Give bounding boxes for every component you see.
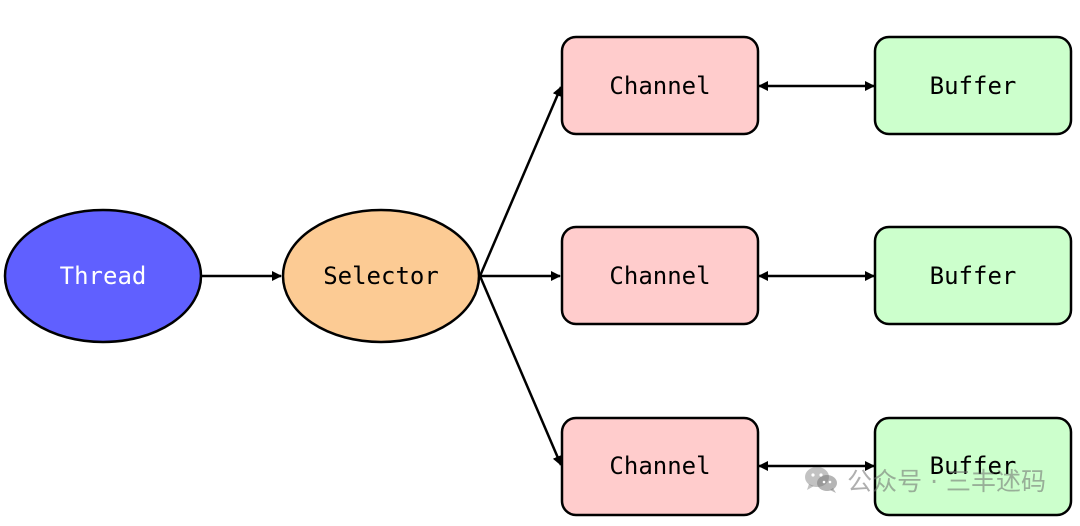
buffer-node: Buffer — [873, 416, 1073, 517]
buffer-label: Buffer — [930, 452, 1017, 480]
selector-label: Selector — [323, 262, 439, 290]
buffer-label: Buffer — [930, 262, 1017, 290]
channel-node: Channel — [560, 225, 760, 326]
thread-label: Thread — [60, 262, 147, 290]
selector-node: Selector — [281, 208, 481, 344]
channel-node: Channel — [560, 35, 760, 136]
buffer-node: Buffer — [873, 35, 1073, 136]
channel-label: Channel — [609, 72, 710, 100]
thread-node: Thread — [3, 208, 203, 344]
edge-selector-channel-3 — [478, 275, 563, 466]
edge-selector-channel-1 — [478, 86, 563, 277]
buffer-label: Buffer — [930, 72, 1017, 100]
channel-node: Channel — [560, 416, 760, 517]
channel-label: Channel — [609, 452, 710, 480]
buffer-node: Buffer — [873, 225, 1073, 326]
channel-label: Channel — [609, 262, 710, 290]
